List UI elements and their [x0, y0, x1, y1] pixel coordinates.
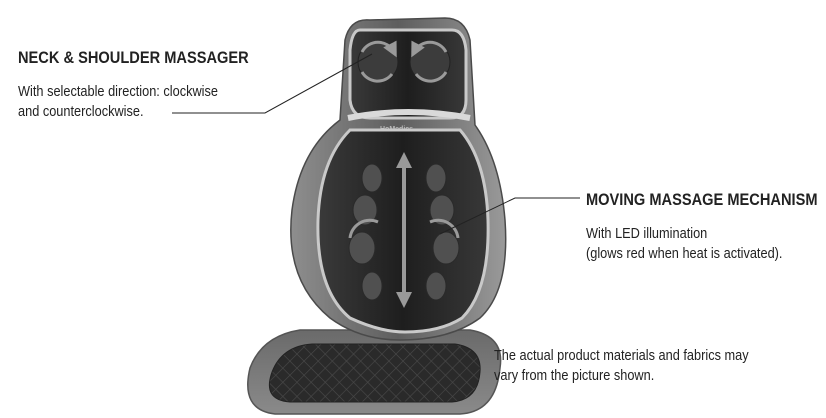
back-panel: [316, 128, 490, 334]
moving-description-line-2: (glows red when heat is activated).: [586, 246, 783, 262]
neck-description-line-1: With selectable direction: clockwise: [18, 84, 218, 100]
moving-mechanism-description: With LED illumination (glows red when he…: [586, 224, 782, 264]
seat-cushion: [247, 329, 502, 415]
disclaimer-line-2: vary from the picture shown.: [494, 368, 655, 384]
disclaimer-line-1: The actual product materials and fabrics…: [494, 348, 749, 364]
neck-shoulder-description: With selectable direction: clockwise and…: [18, 82, 218, 122]
neck-leader-line: [172, 53, 373, 114]
neck-shoulder-heading: NECK & SHOULDER MASSAGER: [18, 48, 249, 67]
moving-leader-line: [439, 197, 580, 235]
moving-description-line-1: With LED illumination: [586, 226, 708, 242]
neck-description-line-2: and counterclockwise.: [18, 104, 144, 120]
headrest: [348, 28, 468, 120]
moving-mechanism-heading: MOVING MASSAGE MECHANISM: [586, 190, 818, 209]
product-disclaimer: The actual product materials and fabrics…: [494, 346, 749, 386]
